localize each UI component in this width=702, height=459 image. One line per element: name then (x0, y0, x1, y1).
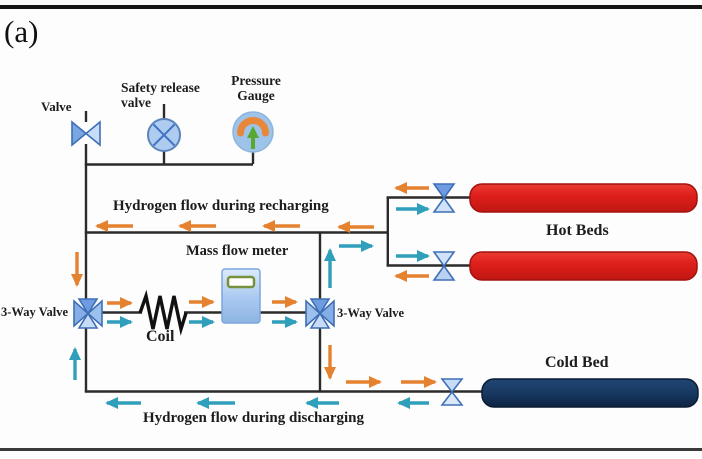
cold-bed (481, 378, 699, 408)
figure-top-border (0, 5, 702, 9)
three-way-valve-right-icon (305, 298, 335, 329)
coil-icon (138, 289, 188, 336)
safety-release-valve-label: Safety release valve (121, 80, 200, 111)
hot-bed-2 (469, 251, 698, 281)
hot-bed-valve-bottom-icon (432, 251, 456, 281)
pressure-gauge-icon (232, 111, 274, 153)
figure-bottom-border (0, 448, 702, 451)
coil-label: Coil (146, 328, 175, 345)
cold-bed-valve-icon (440, 378, 464, 406)
mass-flow-meter-icon (221, 268, 261, 324)
hot-bed-valve-top-icon (432, 183, 456, 213)
cold-bed-label: Cold Bed (545, 354, 609, 371)
recharging-flow-label: Hydrogen flow during recharging (113, 198, 329, 214)
hot-beds-label: Hot Beds (546, 222, 609, 239)
pressure-gauge-label: Pressure Gauge (231, 73, 281, 104)
mass-flow-meter-label: Mass flow meter (186, 243, 289, 259)
discharging-flow-label: Hydrogen flow during discharging (143, 410, 365, 426)
three-way-valve-left-icon (73, 298, 103, 329)
three-way-valve-right-label: 3-Way Valve (337, 306, 405, 320)
valve-label: Valve (41, 99, 72, 114)
safety-release-valve-icon (147, 118, 181, 152)
hot-bed-1 (469, 183, 698, 213)
shutoff-valve-icon (71, 120, 101, 147)
panel-label: (a) (4, 14, 39, 49)
three-way-valve-left-label: 3-Way Valve (1, 305, 69, 319)
